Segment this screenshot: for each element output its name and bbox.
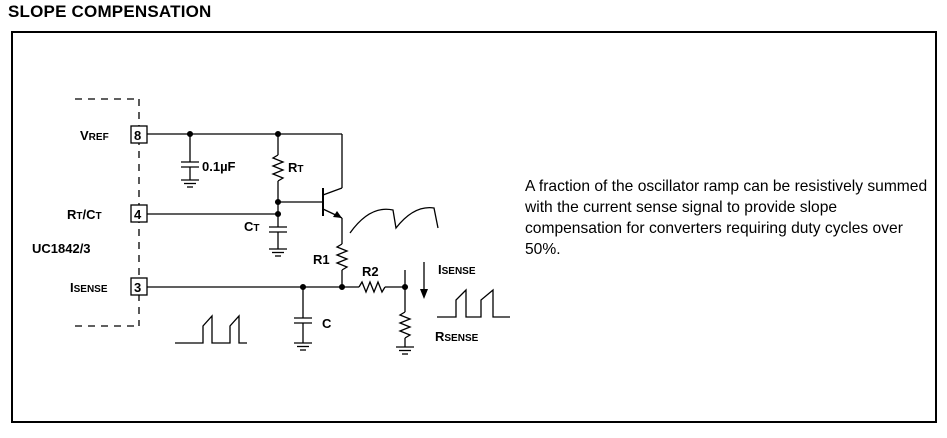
section-heading: SLOPE COMPENSATION	[8, 2, 212, 21]
ct-label: CT	[244, 219, 260, 234]
cap-ref-label: 0.1µF	[202, 159, 236, 174]
rt-resistor	[271, 134, 285, 218]
r2-resistor	[342, 280, 409, 294]
pin-8-number: 8	[134, 128, 141, 143]
ic-name: UC1842/3	[32, 241, 91, 256]
pin-4-number: 4	[134, 207, 142, 222]
r1-label: R1	[313, 252, 330, 267]
pin-8: 8	[130, 125, 148, 144]
pin-3: 3	[130, 277, 148, 296]
summed-sense-waveform	[437, 288, 510, 318]
ct-capacitor	[269, 214, 287, 257]
rt-label: RT	[288, 160, 304, 175]
isense-current-label: ISENSE	[438, 262, 476, 277]
rsense-label: RSENSE	[435, 329, 479, 344]
figure-frame	[11, 31, 937, 423]
current-arrow-icon	[420, 262, 428, 299]
pin-4: 4	[130, 204, 148, 223]
pin-3-number: 3	[134, 280, 141, 295]
vref-bypass-capacitor	[181, 134, 199, 188]
oscillator-ramp-waveform	[349, 207, 439, 234]
c-capacitor	[294, 287, 312, 351]
r1-resistor	[335, 243, 349, 291]
current-sense-waveform	[175, 314, 247, 344]
npn-transistor	[322, 187, 343, 244]
vref-rail	[147, 130, 343, 188]
description-text: A fraction of the oscillator ramp can be…	[525, 178, 928, 258]
pin-8-label: VREF	[80, 128, 109, 143]
r2-label: R2	[362, 264, 379, 279]
rsense-resistor	[396, 270, 414, 355]
ic-outline	[75, 98, 140, 327]
pin-3-label: ISENSE	[70, 280, 108, 295]
c-label: C	[322, 316, 332, 331]
pin-4-label: RT/CT	[67, 207, 102, 222]
